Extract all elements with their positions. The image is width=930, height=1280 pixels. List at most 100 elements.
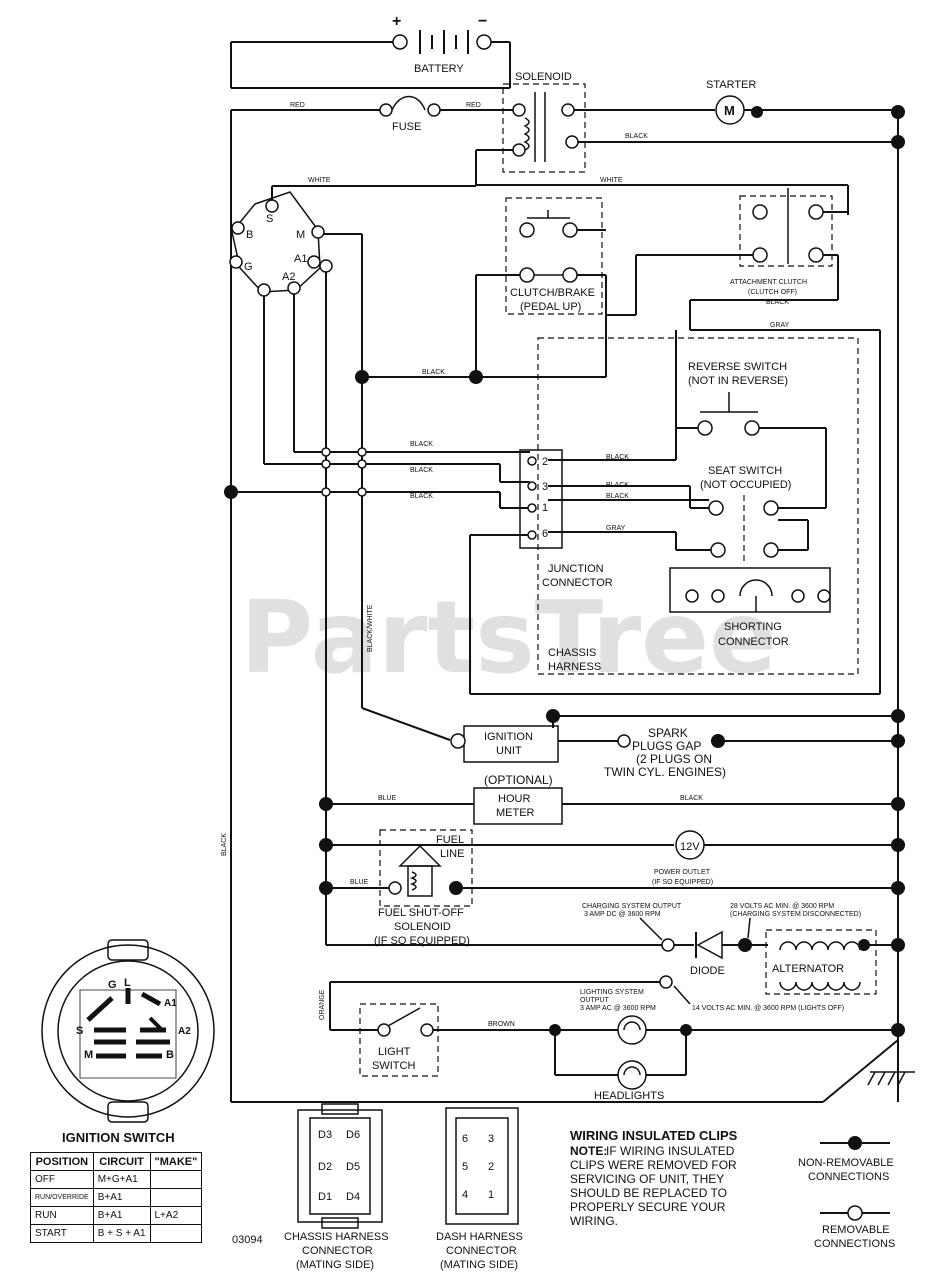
notes: WIRING INSULATED CLIPS NOTE: IF WIRING I… (570, 1128, 738, 1228)
headlights-label: HEADLIGHTS (594, 1090, 664, 1102)
table-cell: B+A1 (92, 1206, 151, 1225)
table-row: RUN/OVERRIDE B+A1 (30, 1188, 203, 1207)
wire-white-1: WHITE (308, 177, 331, 184)
battery: + − BATTERY (230, 13, 511, 89)
table-header: CIRCUIT (92, 1152, 151, 1171)
battery-plus: + (392, 13, 401, 30)
face-g: G (108, 979, 117, 991)
attachment-clutch-label: ATTACHMENT CLUTCH (730, 279, 807, 286)
notes-title: WIRING INSULATED CLIPS (570, 1128, 738, 1143)
notes-line-0: IF WIRING INSULATED (606, 1144, 735, 1158)
solenoid-label: SOLENOID (515, 71, 572, 83)
alternator: ALTERNATOR (765, 929, 877, 995)
volts-28: 28 VOLTS AC MIN. @ 3600 RPM (730, 903, 834, 910)
junction-label: JUNCTION (548, 563, 604, 575)
wire-black-b: BLACK (410, 467, 433, 474)
wire-black-white: BLACK/WHITE (367, 604, 374, 652)
charging-output-sub: 3 AMP DC @ 3600 RPM (584, 911, 661, 918)
table-cell: RUN (30, 1206, 94, 1225)
light-switch-label: LIGHT (378, 1046, 411, 1058)
dash-pin-3: 3 (488, 1133, 494, 1145)
dash-pin-6: 6 (462, 1133, 468, 1145)
alternator-label: ALTERNATOR (772, 963, 844, 975)
legend-removable-sub: CONNECTIONS (814, 1238, 895, 1250)
table-cell: B+A1 (92, 1188, 151, 1207)
hour-meter-label: HOUR (498, 793, 530, 805)
solenoid: SOLENOID (502, 71, 586, 173)
wire-black-left: BLACK (221, 833, 228, 856)
fuel-line-label: FUEL (436, 834, 464, 846)
diode-label: DIODE (690, 965, 725, 977)
face-b: B (166, 1049, 174, 1061)
seat-switch: SEAT SWITCH (NOT OCCUPIED) (700, 465, 791, 565)
table-cell: RUN/OVERRIDE (30, 1188, 94, 1207)
clutch-brake-sub: (PEDAL UP) (520, 301, 581, 313)
dash-pin-4: 4 (462, 1189, 468, 1201)
diode: DIODE (690, 930, 725, 977)
wire-brown: BROWN (488, 1021, 515, 1028)
legend-nonremovable-sub: CONNECTIONS (808, 1171, 889, 1183)
wire-blue-2: BLUE (350, 879, 369, 886)
chassis-pin-d2: D2 (318, 1161, 332, 1173)
hour-meter: HOUR METER (473, 787, 563, 825)
spark-gap: PLUGS GAP (632, 739, 701, 753)
lighting-output: LIGHTING SYSTEM (580, 989, 644, 996)
headlights: HEADLIGHTS (594, 1015, 664, 1102)
shorting-connector: SHORTING CONNECTOR (669, 567, 831, 648)
reverse-switch-label: REVERSE SWITCH (688, 361, 787, 373)
ign-term-g: G (244, 261, 253, 273)
junction-pin-1: 1 (542, 502, 548, 514)
wire-black-sol: BLACK (625, 133, 648, 140)
power-outlet-label: POWER OUTLET (654, 869, 711, 876)
face-a2: A2 (178, 1026, 191, 1037)
ground-symbol (867, 1040, 915, 1086)
notes-line-1: CLIPS WERE REMOVED FOR (570, 1158, 737, 1172)
fuel-line-sub: LINE (440, 848, 464, 860)
chassis-pin-d6: D6 (346, 1129, 360, 1141)
battery-minus: − (478, 13, 487, 30)
wire-black-clutch: BLACK (422, 369, 445, 376)
ignition-switch-table: POSITION CIRCUIT "MAKE" OFF M+G+A1 RUN/O… (30, 1152, 203, 1243)
ignition-unit: IGNITION UNIT (450, 725, 559, 763)
notes-line-3: SHOULD BE REPLACED TO (570, 1186, 727, 1200)
dash-pin-5: 5 (462, 1161, 468, 1173)
fuel-solenoid-sub2: (IF SO EQUIPPED) (374, 935, 470, 947)
table-row: START B + S + A1 (30, 1224, 203, 1243)
table-header: POSITION (30, 1152, 94, 1171)
table-cell: START (30, 1224, 94, 1243)
hour-meter-optional: (OPTIONAL) (484, 773, 553, 787)
dash-conn-label: DASH HARNESS (436, 1231, 523, 1243)
junction-label-sub: CONNECTOR (542, 577, 613, 589)
chassis-pin-d5: D5 (346, 1161, 360, 1173)
wire-gray-2: GRAY (606, 525, 626, 532)
wire-orange: ORANGE (319, 989, 326, 1020)
table-cell: L+A2 (149, 1206, 203, 1225)
light-switch: LIGHT SWITCH (359, 1003, 439, 1077)
wire-black-j2: BLACK (606, 454, 629, 461)
dash-harness-connector: 6 3 5 2 4 1 DASH HARNESS CONNECTOR (MATI… (436, 1107, 523, 1271)
legend-removable: REMOVABLE (822, 1224, 890, 1236)
face-m: M (84, 1049, 93, 1061)
ignition-unit-sub: UNIT (496, 745, 522, 757)
chassis-conn-label: CHASSIS HARNESS (284, 1231, 389, 1243)
reverse-switch-sub: (NOT IN REVERSE) (688, 375, 788, 387)
wire-gray-1: GRAY (770, 322, 790, 329)
ign-term-a2: A2 (282, 271, 295, 283)
chassis-harness-label: CHASSIS (548, 647, 596, 659)
chassis-pin-d1: D1 (318, 1191, 332, 1203)
dash-pin-2: 2 (488, 1161, 494, 1173)
ign-term-s: S (266, 213, 273, 225)
light-switch-sub: SWITCH (372, 1060, 415, 1072)
ign-term-a1: A1 (294, 253, 307, 265)
power-outlet-symbol: 12V (680, 841, 700, 853)
power-outlet-sub: (IF SO EQUIPPED) (652, 879, 713, 886)
face-a1: A1 (164, 998, 177, 1009)
lighting-output-sub: OUTPUT (580, 997, 610, 1004)
shorting-label: SHORTING (724, 621, 782, 633)
fuel-solenoid-sub: SOLENOID (394, 921, 451, 933)
chassis-pin-d3: D3 (318, 1129, 332, 1141)
table-cell: OFF (30, 1170, 94, 1189)
chassis-harness-connector: D3 D6 D2 D5 D1 D4 CHASSIS HARNESS CONNEC… (284, 1103, 389, 1271)
starter-label: STARTER (706, 79, 756, 91)
